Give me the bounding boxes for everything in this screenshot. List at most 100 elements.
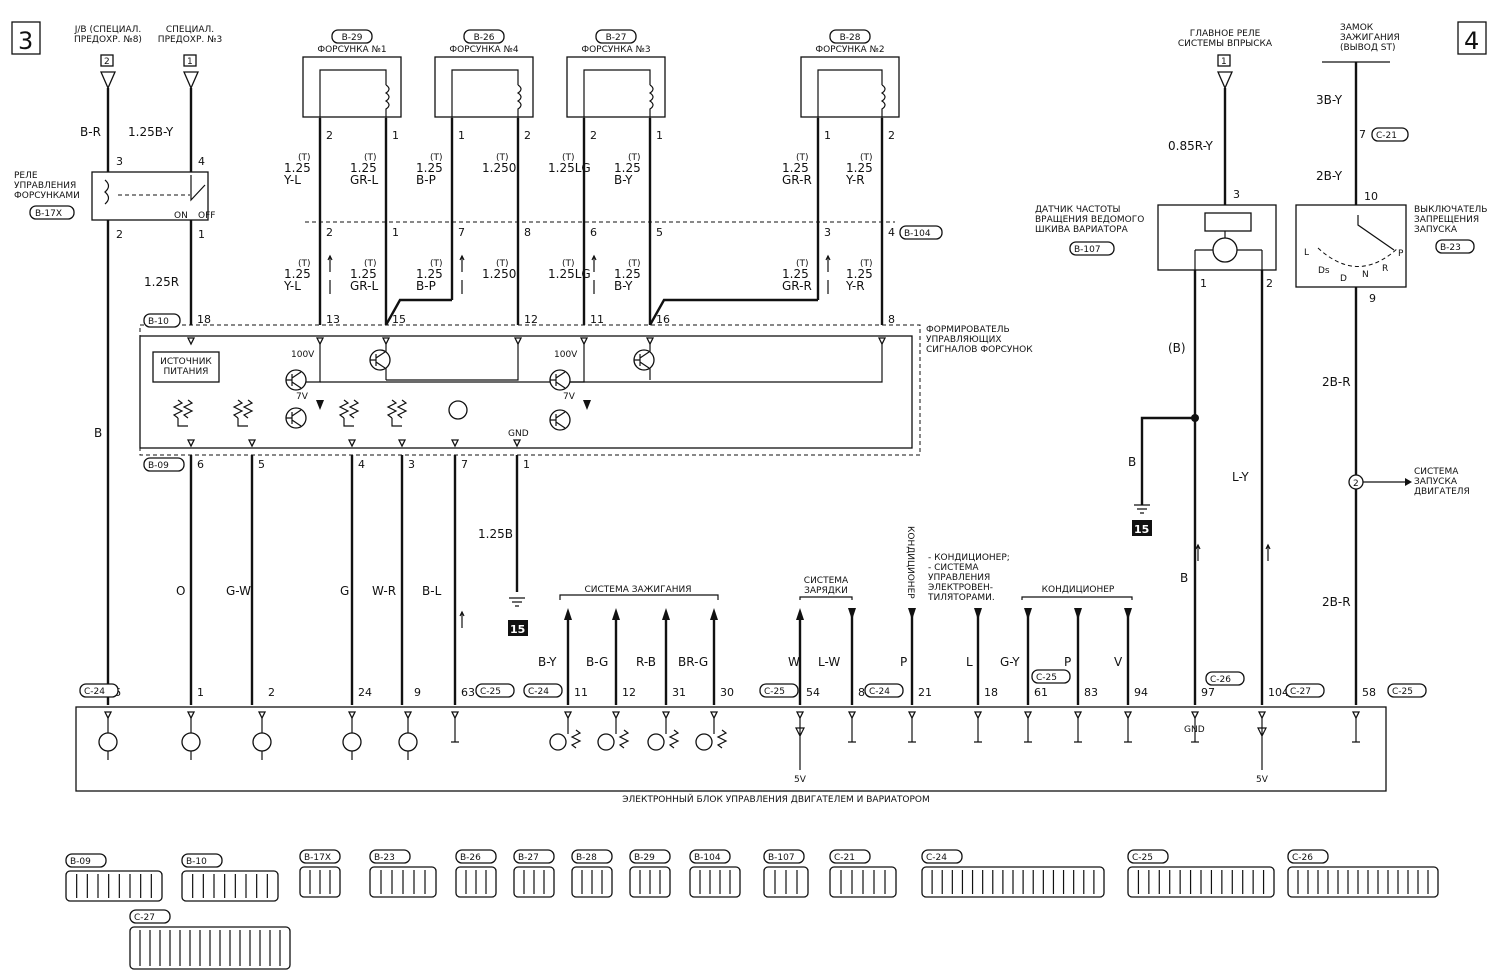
b09-pin: 6 <box>197 458 204 471</box>
b10-pin: 16 <box>656 313 670 326</box>
inhibitor-pos-l: L <box>1304 248 1309 258</box>
b09-pin: 7 <box>461 458 468 471</box>
v100-label-1: 100V <box>291 350 315 360</box>
ecu-transistor-icon <box>695 733 713 751</box>
wire-label-l-y: L-Y <box>1232 470 1249 484</box>
ecu-conn-c24: C-24 <box>869 687 890 697</box>
relay-conn: B-17X <box>35 209 62 219</box>
wire-label-lower: B-L <box>422 584 442 598</box>
b104-pin: 8 <box>524 226 531 239</box>
wire-label-125b: 1.25B <box>478 527 513 541</box>
sensor-pin-3: 3 <box>1233 188 1240 201</box>
inhibitor-pos-p: P <box>1398 249 1404 259</box>
ecu-pin: 94 <box>1134 686 1148 699</box>
splice-2: 2 <box>1353 479 1359 489</box>
injector-box <box>302 56 402 118</box>
resistor-icon <box>172 399 184 419</box>
injector-coil-icon <box>648 84 654 118</box>
wire-label-signal: L-W <box>818 655 840 669</box>
wire-label-signal: BR-G <box>678 655 708 669</box>
ecu-pins: 6122496311123130545V82118618394971045V58… <box>98 686 1376 785</box>
wire-label-2b-y: 2B-Y <box>1316 169 1343 183</box>
legend-connector-shape <box>1287 866 1439 898</box>
relay-coil-icon <box>104 179 110 205</box>
b10-pin: 15 <box>392 313 406 326</box>
legend-label: B-10 <box>186 857 207 867</box>
ecu-pin: 1 <box>197 686 204 699</box>
wire-shield <box>1140 416 1195 505</box>
wire-label-t: (T) <box>298 153 311 163</box>
wire-label-t: (T) <box>298 259 311 269</box>
wire-label-t: (T) <box>364 153 377 163</box>
injector-pin: 1 <box>824 129 831 142</box>
legend-label: B-29 <box>634 853 655 863</box>
legend-label: B-107 <box>768 853 795 863</box>
page-marker-left-box <box>11 21 41 55</box>
injector-wire-label: 1.25LG <box>548 161 591 175</box>
relay-switch-icon <box>190 175 206 202</box>
relay-off-label: OFF <box>198 211 215 221</box>
injector-label: ФОРСУНКА №3 <box>581 45 650 55</box>
ecu-pin: 8 <box>858 686 865 699</box>
inhibitor-pos-ds: Ds <box>1318 266 1330 276</box>
ecu-transistor-icon <box>398 732 418 752</box>
injector-conn: B-29 <box>342 33 363 43</box>
injector-box <box>566 56 666 118</box>
legend-label: B-26 <box>460 853 481 863</box>
injector-wire-label: 1.250 <box>482 161 516 175</box>
legend-c-27: C-27 <box>129 909 291 970</box>
b09-conn: B-09 <box>148 461 169 471</box>
ecu-transistor-icon <box>181 732 201 752</box>
relay-pin-4: 4 <box>198 155 205 168</box>
legend-label: C-27 <box>134 913 155 923</box>
b10-pin: 13 <box>326 313 340 326</box>
b10-pin: 11 <box>590 313 604 326</box>
injector-pin: 1 <box>656 129 663 142</box>
wire-label-t: (T) <box>496 259 509 269</box>
relay-on-label: ON <box>174 211 188 221</box>
inhibitor-pin-9: 9 <box>1369 292 1376 305</box>
relay-pin-3: 3 <box>116 155 123 168</box>
ecu-pin: 31 <box>672 686 686 699</box>
b10-pin: 8 <box>888 313 895 326</box>
wire-label-signal: W <box>788 655 800 669</box>
inhibitor-pos-n: N <box>1362 270 1369 280</box>
page-marker-right: 4 <box>1464 27 1479 55</box>
injector-box <box>434 56 534 118</box>
wire-label-t: (T) <box>796 153 809 163</box>
wire-label-b-r: B-R <box>80 125 101 139</box>
wire-label-t: (T) <box>430 153 443 163</box>
resistor-icon <box>338 399 350 419</box>
ecu-gnd-label: GND <box>1184 725 1205 735</box>
sensor-pin-1: 1 <box>1200 277 1207 290</box>
driver-gnd-label: GND <box>508 429 529 439</box>
ecu-pin: 18 <box>984 686 998 699</box>
ignition-group-label: СИСТЕМА ЗАЖИГАНИЯ <box>584 585 691 595</box>
b09-pin: 1 <box>523 458 530 471</box>
ecu-conn-c25: C-25 <box>1392 687 1413 697</box>
wire-label-t: (T) <box>860 153 873 163</box>
inhibitor-pos-r: R <box>1382 264 1388 274</box>
page-marker-right-box <box>1457 21 1487 55</box>
b09-pin: 3 <box>408 458 415 471</box>
injector-conn: B-28 <box>840 33 861 43</box>
terminal-main-relay <box>1217 71 1233 90</box>
b104-pin: 3 <box>824 226 831 239</box>
ground-ref-box-1 <box>508 620 528 636</box>
legend-b-23: B-23 <box>369 849 437 898</box>
sensor-pin-2: 2 <box>1266 277 1273 290</box>
wire-label-3b-y: 3B-Y <box>1316 93 1343 107</box>
legend-connector-shape <box>181 870 279 902</box>
